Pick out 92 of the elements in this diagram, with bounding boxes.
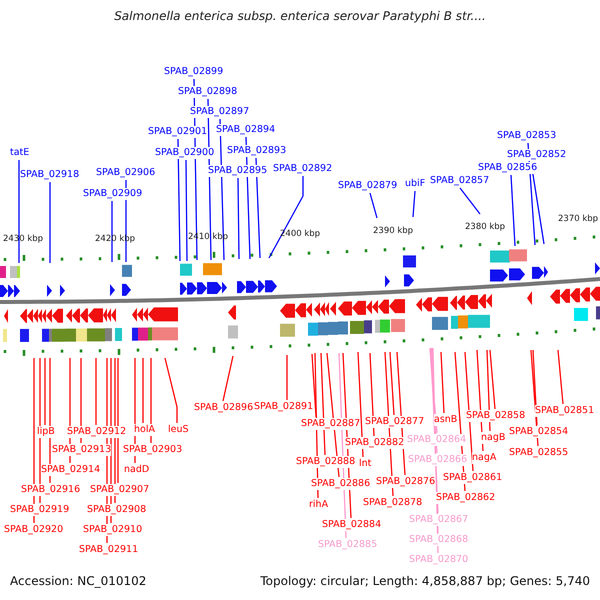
leader-line [510, 174, 516, 246]
gene-label: SPAB_02858 [466, 410, 526, 422]
leader-line [80, 358, 82, 443]
gene-label: SPAB_02885 [318, 539, 378, 551]
leader-line [142, 358, 144, 423]
gene-label: SPAB_02920 [4, 524, 64, 536]
gene-label: SPAB_02851 [535, 405, 594, 417]
gene-label: SPAB_02914 [41, 464, 100, 476]
leader-line [429, 348, 438, 454]
gene-label: SPAB_02870 [409, 554, 468, 566]
leader-line [460, 188, 480, 214]
leader-line [311, 354, 317, 418]
gene-label: SPAB_02912 [67, 426, 126, 438]
genome-info-label: Topology: circular; Length: 4,858,887 bp; Genes: 5,740 [260, 575, 590, 587]
gene-label: SPAB_02898 [178, 86, 238, 98]
gene-label: SPAB_02909 [83, 188, 142, 200]
gene-label: SPAB_02867 [409, 514, 468, 526]
gene-label: SPAB_02882 [345, 437, 404, 449]
leader-line [489, 350, 496, 410]
gene-label: SPAB_02888 [296, 456, 356, 468]
gene-label: SPAB_02855 [509, 447, 568, 459]
gene-label: SPAB_02854 [509, 426, 568, 438]
leader-line [464, 352, 474, 472]
gene-label: SPAB_02908 [87, 504, 146, 516]
leader-line [185, 160, 188, 261]
gene-label: SPAB_02862 [436, 492, 496, 504]
leader-line [39, 358, 41, 503]
gene-label: SPAB_02918 [20, 169, 80, 181]
gene-label: SPAB_02897 [190, 106, 250, 118]
gene-label: lipB [37, 426, 55, 438]
leader-line [286, 355, 288, 400]
gene-label: SPAB_02857 [430, 175, 490, 187]
gene-label: SPAB_02895 [208, 165, 268, 177]
leader-line [255, 158, 261, 258]
leader-line [357, 352, 364, 458]
leader-line [44, 358, 46, 425]
gene-label: SPAB_02884 [322, 519, 382, 531]
gene-label: SPAB_02892 [273, 163, 332, 175]
leader-line [440, 352, 445, 414]
leader-line [237, 178, 240, 259]
gene-label: SPAB_02891 [254, 401, 314, 413]
gene-label: SPAB_02916 [21, 484, 80, 496]
gene-label: asnB [434, 414, 458, 426]
leader-line [557, 350, 564, 404]
gene-label: SPAB_02903 [123, 444, 182, 456]
leader-line [532, 350, 538, 426]
leader-line [18, 160, 20, 263]
gene-label: SPAB_02877 [365, 416, 424, 428]
gene-label: SPAB_02910 [83, 524, 142, 536]
leader-line [412, 190, 416, 218]
gene-label: SPAB_02900 [155, 147, 214, 159]
gene-label: SPAB_02913 [52, 444, 112, 456]
leader-line [369, 192, 378, 218]
leader-line [222, 356, 234, 402]
leader-line [150, 358, 152, 443]
gene-label: SPAB_02856 [478, 162, 538, 174]
leader-line [389, 352, 395, 416]
gene-label: SPAB_02894 [216, 124, 276, 136]
gene-label: SPAB_02868 [409, 534, 468, 546]
gene-label: holA [134, 424, 155, 436]
gene-label: SPAB_02893 [227, 145, 286, 157]
gene-label: SPAB_02866 [408, 454, 468, 466]
leader-line [268, 176, 304, 258]
gene-label: SPAB_02876 [376, 476, 436, 488]
gene-label: SPAB_02852 [507, 149, 566, 161]
gene-label: SPAB_02899 [164, 66, 224, 78]
gene-label: SPAB_02887 [301, 418, 360, 430]
gene-label: SPAB_02879 [338, 180, 398, 192]
scale-label: 2380 kbp [465, 221, 506, 233]
gene-label: SPAB_02886 [311, 478, 370, 490]
leader-line [95, 358, 97, 425]
gene-label: SPAB_02919 [10, 504, 70, 516]
gene-label: SPAB_02906 [96, 167, 156, 179]
gene-label: SPAB_02901 [148, 126, 208, 138]
leader-line [49, 182, 51, 263]
gene-label: SPAB_02864 [407, 434, 466, 446]
leader-line [164, 358, 178, 423]
scale-label: 2390 kbp [373, 225, 414, 237]
gene-label: SPAB_02878 [363, 497, 422, 509]
gene-label: SPAB_02853 [497, 130, 556, 142]
leader-line [117, 358, 119, 483]
gene-label: SPAB_02861 [443, 472, 502, 484]
gene-label: SPAB_02896 [194, 402, 254, 414]
gene-label: nagB [481, 432, 506, 444]
leader-line [177, 138, 181, 262]
scale-label: 2370 kbp [558, 213, 598, 225]
gene-label: SPAB_02907 [90, 484, 150, 496]
leader-line [111, 201, 113, 262]
accession-label: Accession: NC_010102 [10, 575, 146, 587]
gene-label: nagA [472, 452, 496, 464]
gene-label: SPAB_02911 [79, 544, 138, 556]
leader-line [320, 352, 326, 456]
